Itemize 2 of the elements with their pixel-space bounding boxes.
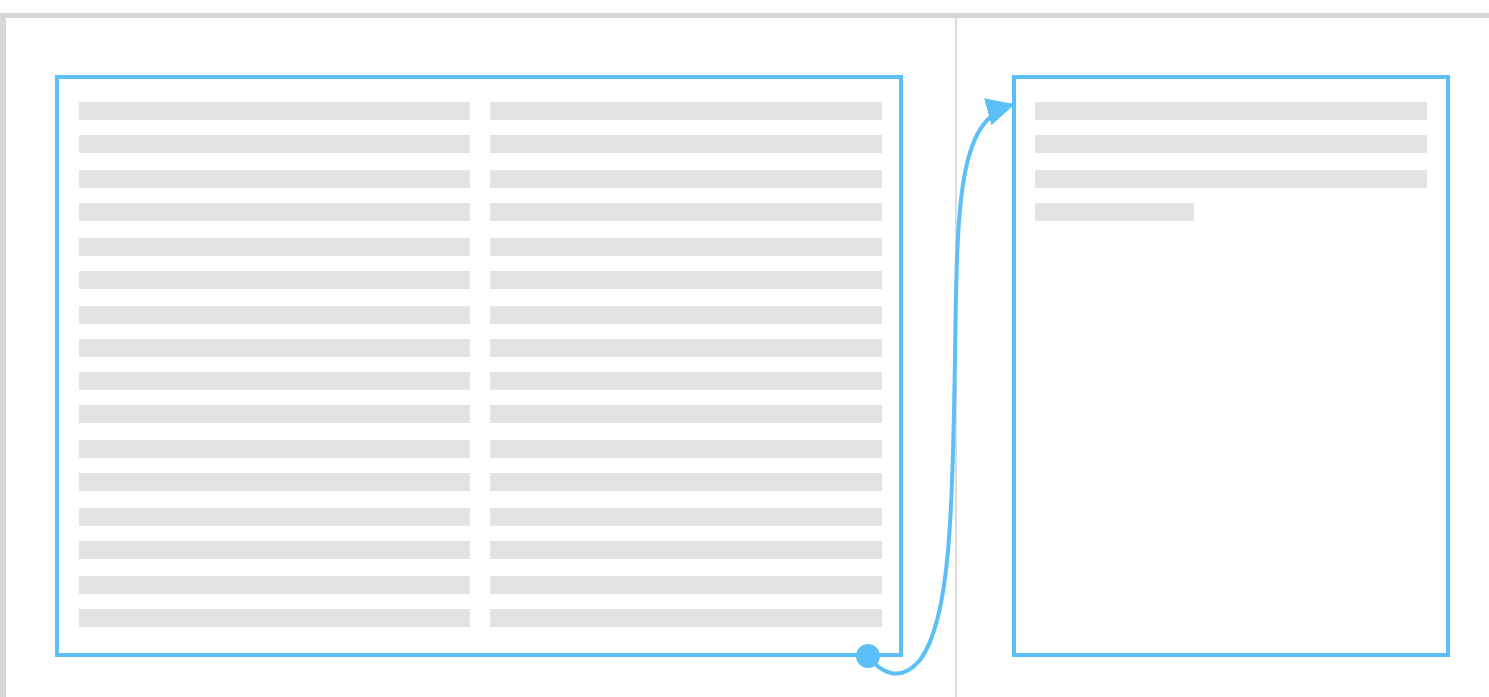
page-frame — [1012, 75, 1450, 657]
connector-arrow — [856, 101, 1015, 676]
